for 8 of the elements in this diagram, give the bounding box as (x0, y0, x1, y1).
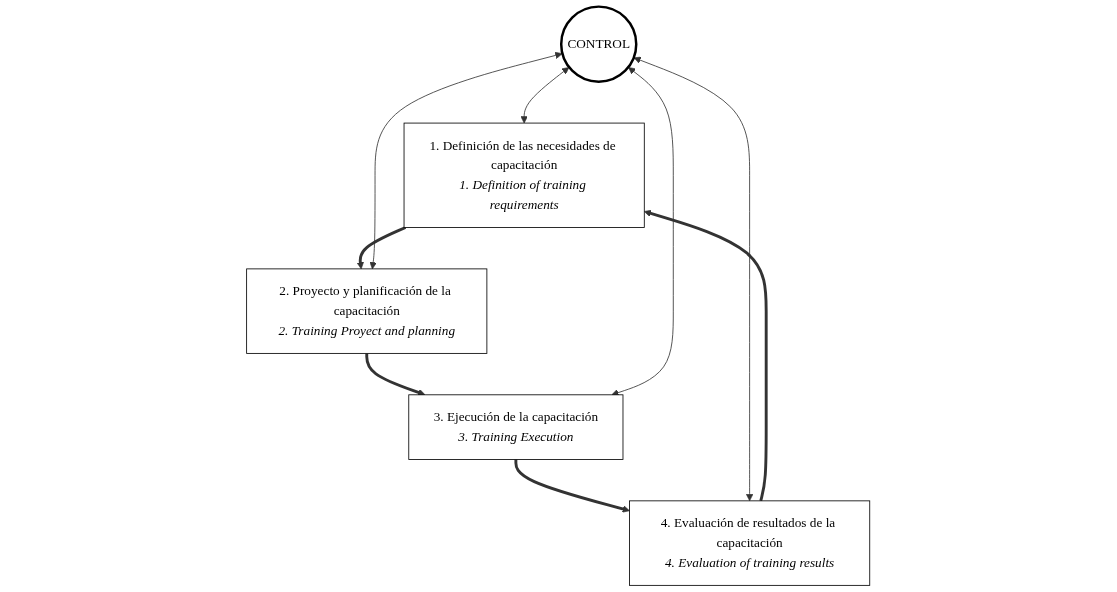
node-box: 4. Evaluación de resultados de la capacitación 4. Evaluation of training results (629, 500, 871, 586)
arrow (514, 459, 631, 513)
arrow (357, 226, 407, 270)
node-box: 2. Proyecto y planificación de la capacitación 2. Training Proyect and planning (246, 268, 488, 354)
arrow (644, 209, 768, 502)
node-box: 1. Definición de las necesidades de capacitación 1. Definition of training requirements (403, 122, 645, 228)
node-box: 3. Ejecución de la capacitación 3. Training Execution (408, 394, 624, 460)
node-circle: CONTROL (560, 5, 638, 83)
